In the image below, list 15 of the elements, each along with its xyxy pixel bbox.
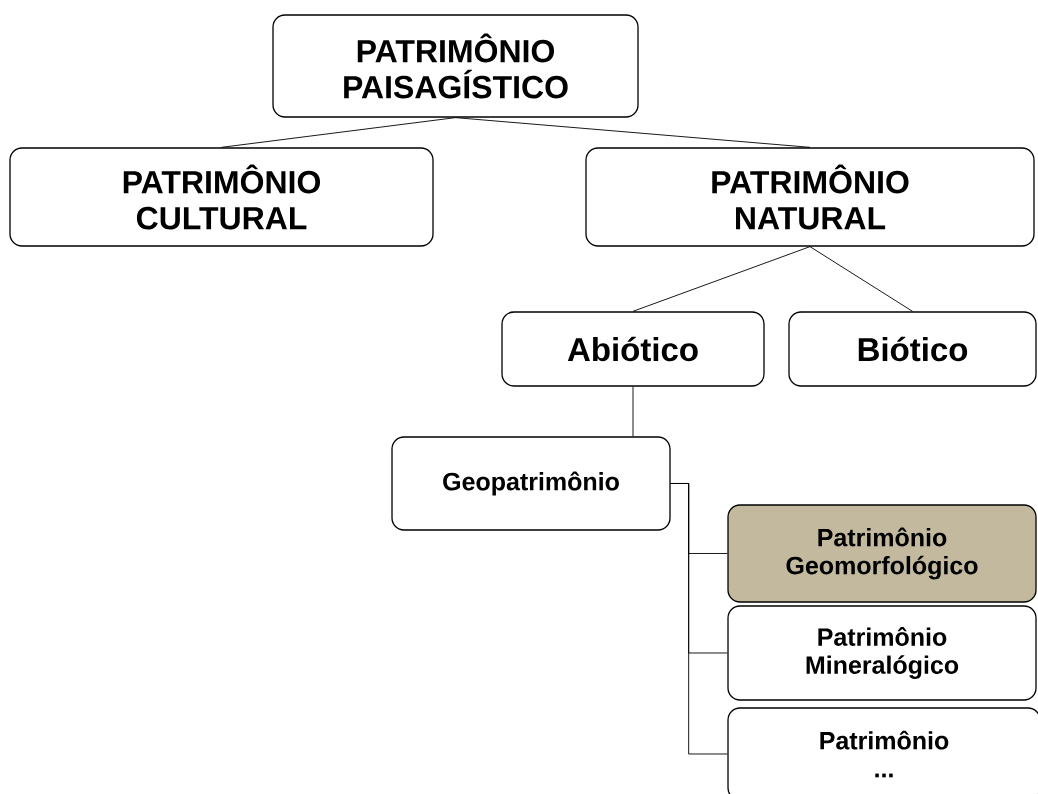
category-box: Patrimônio Geomorfológico — [727, 504, 1037, 603]
connector-line — [809, 246, 913, 312]
category-box: Biótico — [788, 311, 1037, 387]
category-box: Geopatrimônio — [391, 436, 671, 531]
category-box: PATRIMÔNIO PAISAGÍSTICO — [272, 14, 639, 118]
category-box: Abiótico — [501, 311, 765, 387]
connector-line — [221, 117, 456, 148]
category-box: Patrimônio Mineralógico — [727, 605, 1037, 701]
connector-line — [455, 117, 811, 148]
connector-line — [632, 246, 811, 312]
connector-line — [632, 386, 634, 437]
category-box: PATRIMÔNIO CULTURAL — [9, 147, 434, 247]
category-box: PATRIMÔNIO NATURAL — [585, 147, 1035, 247]
connector-line — [670, 483, 728, 755]
category-box: Patrimônio ... — [727, 707, 1038, 794]
